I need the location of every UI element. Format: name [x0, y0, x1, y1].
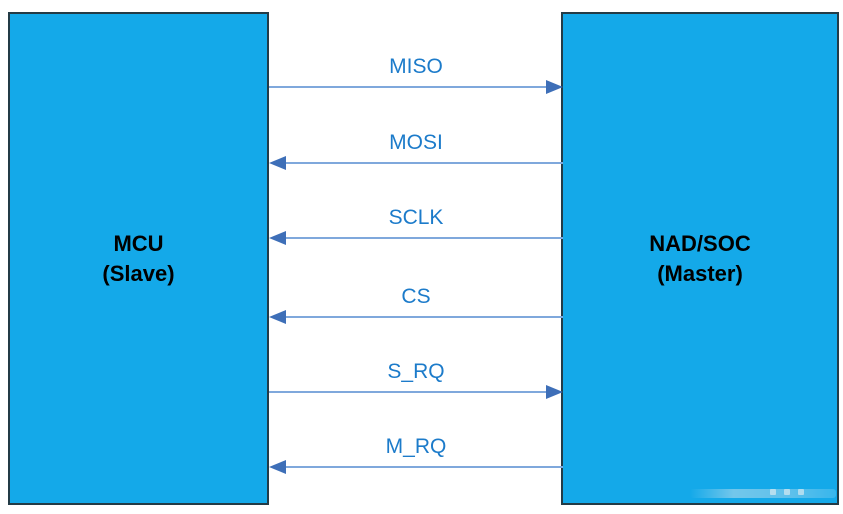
arrow-shaft	[279, 162, 563, 164]
arrow-shaft	[269, 86, 553, 88]
signal-cs: CS	[269, 284, 563, 324]
signal-sclk-label: SCLK	[388, 206, 444, 229]
signal-m-rq-label: M_RQ	[385, 435, 447, 458]
signal-miso-label: MISO	[389, 55, 443, 78]
arrow-head	[546, 80, 563, 94]
nad-soc-block-subtitle: (Master)	[657, 260, 743, 286]
mcu-slave-block: MCU (Slave)	[8, 12, 269, 505]
signal-mosi: MOSI	[269, 130, 563, 170]
signal-sclk: SCLK	[269, 205, 563, 245]
arrow-head	[269, 156, 286, 170]
arrow-left-icon	[269, 231, 563, 245]
mcu-block-subtitle: (Slave)	[102, 260, 175, 286]
nad-soc-master-block: NAD/SOC (Master)	[561, 12, 839, 505]
arrow-shaft	[279, 316, 563, 318]
arrow-right-icon	[269, 80, 563, 94]
nad-soc-block-title: NAD/SOC	[649, 231, 751, 257]
arrow-left-icon	[269, 310, 563, 324]
arrow-head	[546, 385, 563, 399]
arrow-head	[269, 460, 286, 474]
mcu-block-title: MCU	[113, 231, 164, 257]
signal-m-rq: M_RQ	[269, 434, 563, 474]
arrow-shaft	[269, 391, 553, 393]
arrow-shaft	[279, 237, 563, 239]
arrow-head	[269, 231, 286, 245]
arrow-left-icon	[269, 460, 563, 474]
signal-s-rq: S_RQ	[269, 359, 563, 399]
arrow-head	[269, 310, 286, 324]
signal-miso: MISO	[269, 54, 563, 94]
signal-s-rq-label: S_RQ	[387, 360, 445, 383]
arrow-left-icon	[269, 156, 563, 170]
arrow-shaft	[279, 466, 563, 468]
signal-mosi-label: MOSI	[389, 131, 443, 154]
arrow-right-icon	[269, 385, 563, 399]
signal-cs-label: CS	[401, 285, 431, 308]
